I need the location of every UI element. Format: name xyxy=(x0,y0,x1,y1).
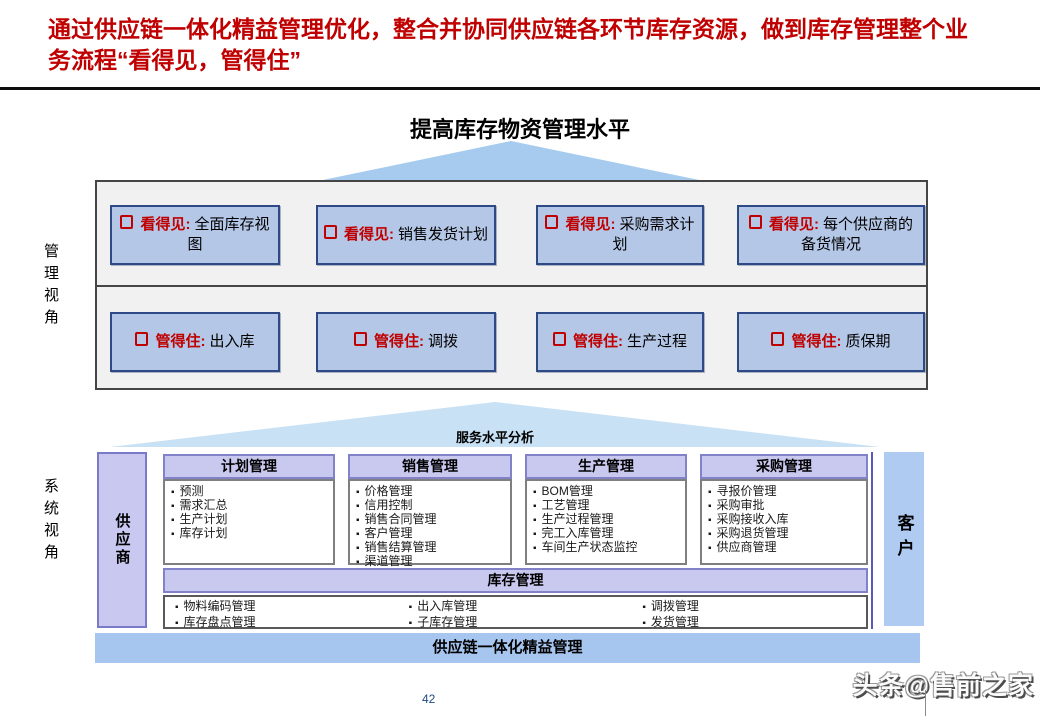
title-divider xyxy=(0,87,1040,90)
checkbox-bullet-icon xyxy=(324,225,337,239)
management-view-label: 管理视角 xyxy=(42,243,59,331)
list-item: 库存计划 xyxy=(171,527,331,541)
list-item: 库存盘点管理 xyxy=(175,615,399,631)
list-item: 销售结算管理 xyxy=(356,541,508,555)
capability-text: 质保期 xyxy=(845,333,891,350)
supplier-bar: 供应商 xyxy=(97,452,147,628)
list-item: 完工入库管理 xyxy=(533,527,683,541)
capability-text: 每个供应商的备货情况 xyxy=(800,216,913,253)
column-list-plan: 预测 需求汇总 生产计划 库存计划 xyxy=(163,479,335,565)
capability-text: 生产过程 xyxy=(626,333,687,350)
list-item: 出入库管理 xyxy=(409,599,633,615)
page-number: 42 xyxy=(422,692,436,706)
list-item: 供应商管理 xyxy=(708,541,864,555)
capability-box-control-2: 管得住:调拨 xyxy=(316,312,496,372)
list-item: 价格管理 xyxy=(356,485,508,499)
capability-tag: 看得见: xyxy=(768,216,819,233)
capability-box-see-3: 看得见:采购需求计划 xyxy=(536,205,704,265)
capability-text: 采购需求计划 xyxy=(612,216,695,253)
column-list-production: BOM管理 工艺管理 生产过程管理 完工入库管理 车间生产状态监控 xyxy=(525,479,687,565)
up-arrow-triangle xyxy=(318,141,704,181)
customer-bar: 客户 xyxy=(884,452,924,626)
capability-tag: 看得见: xyxy=(140,216,191,233)
capability-tag: 管得住: xyxy=(791,333,842,350)
slide-title: 通过供应链一体化精益管理优化，整合并协同供应链各环节库存资源，做到库存管理整个业… xyxy=(48,16,968,73)
inventory-col-3: 调拨管理 发货管理 xyxy=(632,597,866,629)
list-item: 寻报价管理 xyxy=(708,485,864,499)
capability-box-see-1: 看得见:全面库存视图 xyxy=(110,205,280,265)
checkbox-bullet-icon xyxy=(135,332,149,346)
list-item: 客户管理 xyxy=(356,527,508,541)
container-right-border xyxy=(871,452,873,629)
capability-tag: 管得住: xyxy=(572,333,623,350)
capability-box-see-4: 看得见:每个供应商的备货情况 xyxy=(737,205,925,265)
capability-tag: 管得住: xyxy=(155,333,206,350)
list-item: 生产计划 xyxy=(171,513,331,527)
inventory-col-1: 物料编码管理 库存盘点管理 xyxy=(165,597,399,629)
inventory-col-2: 出入库管理 子库存管理 xyxy=(399,597,633,629)
inventory-header: 库存管理 xyxy=(163,568,868,593)
list-item: 子库存管理 xyxy=(409,615,633,631)
capability-tag: 看得见: xyxy=(344,226,394,243)
list-item: 调拨管理 xyxy=(642,599,866,615)
capability-text: 销售发货计划 xyxy=(398,226,489,243)
list-item: 渠道管理 xyxy=(356,555,508,569)
checkbox-bullet-icon xyxy=(552,332,566,346)
column-header-plan: 计划管理 xyxy=(163,454,335,479)
list-item: 销售合同管理 xyxy=(356,513,508,527)
list-item: 发货管理 xyxy=(642,615,866,631)
watermark-tick xyxy=(925,690,926,716)
capability-tag: 管得住: xyxy=(373,333,424,350)
list-item: BOM管理 xyxy=(533,485,683,499)
column-header-production: 生产管理 xyxy=(525,454,687,479)
section-heading: 提高库存物资管理水平 xyxy=(409,117,630,142)
list-item: 物料编码管理 xyxy=(175,599,399,615)
capability-box-control-4: 管得住:质保期 xyxy=(737,312,925,372)
capability-text: 调拨 xyxy=(427,333,458,350)
system-view-label: 系统视角 xyxy=(42,478,59,566)
column-list-sales: 价格管理 信用控制 销售合同管理 客户管理 销售结算管理 渠道管理 xyxy=(348,479,512,568)
capability-box-see-2: 看得见:销售发货计划 xyxy=(316,205,496,265)
checkbox-bullet-icon xyxy=(771,332,785,346)
column-header-sales: 销售管理 xyxy=(348,454,512,479)
column-list-purchase: 寻报价管理 采购审批 采购接收入库 采购退货管理 供应商管理 xyxy=(700,479,868,565)
checkbox-bullet-icon xyxy=(353,332,367,346)
watermark: 头条@售前之家 xyxy=(852,672,1034,700)
supplier-label: 供应商 xyxy=(113,513,131,567)
checkbox-bullet-icon xyxy=(748,215,762,229)
list-item: 信用控制 xyxy=(356,499,508,513)
capability-tag: 看得见: xyxy=(565,216,616,233)
inventory-list: 物料编码管理 库存盘点管理 出入库管理 子库存管理 调拨管理 发货管理 xyxy=(163,595,868,629)
capability-text: 全面库存视图 xyxy=(187,216,270,253)
list-item: 采购审批 xyxy=(708,499,864,513)
checkbox-bullet-icon xyxy=(545,215,559,229)
capability-box-control-3: 管得住:生产过程 xyxy=(536,312,704,372)
capability-box-control-1: 管得住:出入库 xyxy=(110,312,280,372)
list-item: 采购退货管理 xyxy=(708,527,864,541)
checkbox-bullet-icon xyxy=(120,215,134,229)
list-item: 需求汇总 xyxy=(171,499,331,513)
list-item: 车间生产状态监控 xyxy=(533,541,683,555)
capability-text: 出入库 xyxy=(209,333,255,350)
list-item: 工艺管理 xyxy=(533,499,683,513)
list-item: 预测 xyxy=(171,485,331,499)
list-item: 生产过程管理 xyxy=(533,513,683,527)
column-header-purchase: 采购管理 xyxy=(700,454,868,479)
service-level-label: 服务水平分析 xyxy=(455,430,534,445)
scm-footer-bar: 供应链一体化精益管理 xyxy=(95,633,920,663)
customer-label: 客户 xyxy=(894,514,914,564)
list-item: 采购接收入库 xyxy=(708,513,864,527)
